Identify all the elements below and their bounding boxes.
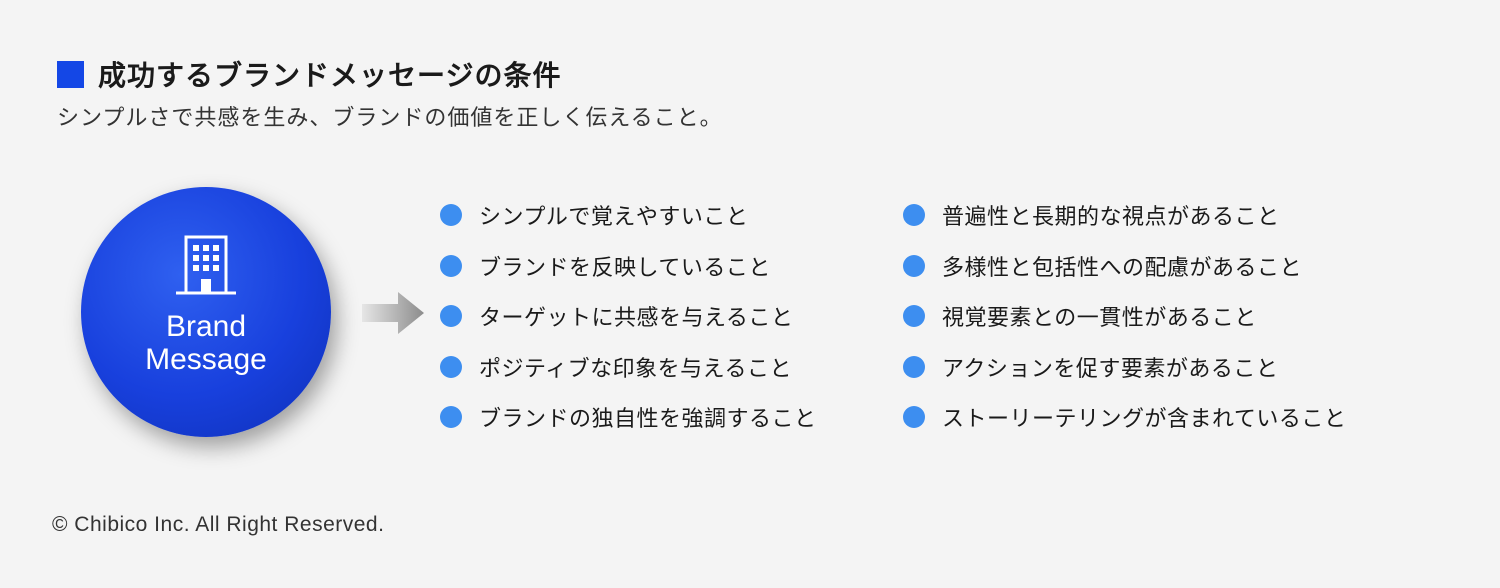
copyright-notice: © Chibico Inc. All Right Reserved. bbox=[52, 513, 385, 536]
conditions-list-right: 普遍性と長期的な視点があること 多様性と包括性への配慮があること 視覚要素との一… bbox=[903, 190, 1346, 443]
bullet-dot bbox=[903, 406, 925, 429]
list-item: シンプルで覚えやすいこと bbox=[440, 190, 817, 241]
list-item-text: シンプルで覚えやすいこと bbox=[479, 205, 749, 231]
conditions-list-left: シンプルで覚えやすいこと ブランドを反映していること ターゲットに共感を与えるこ… bbox=[440, 190, 817, 443]
list-item-text: ポジティブな印象を与えること bbox=[479, 356, 793, 382]
list-item-text: ストーリーテリングが含まれていること bbox=[942, 407, 1347, 433]
list-item-text: ブランドを反映していること bbox=[479, 255, 771, 281]
page-title: 成功するブランドメッセージの条件 bbox=[98, 59, 562, 92]
list-item: 普遍性と長期的な視点があること bbox=[903, 190, 1346, 241]
building-icon bbox=[176, 235, 236, 295]
title-square-marker bbox=[57, 60, 84, 88]
list-item-text: アクションを促す要素があること bbox=[942, 356, 1279, 382]
title-row: 成功するブランドメッセージの条件 bbox=[57, 54, 561, 94]
list-item: ブランドを反映していること bbox=[440, 241, 817, 292]
bullet-dot bbox=[903, 355, 925, 378]
list-item: 多様性と包括性への配慮があること bbox=[903, 241, 1346, 292]
bullet-dot bbox=[903, 254, 925, 277]
list-item: ブランドの独自性を強調すること bbox=[440, 392, 817, 443]
list-item-text: 視覚要素との一貫性があること bbox=[942, 306, 1257, 332]
list-item: 視覚要素との一貫性があること bbox=[903, 291, 1346, 342]
bullet-dot bbox=[440, 355, 462, 378]
brand-message-circle: Brand Message bbox=[81, 187, 331, 437]
list-item-text: 多様性と包括性への配慮があること bbox=[942, 255, 1303, 281]
right-arrow-icon bbox=[362, 292, 424, 334]
bullet-dot bbox=[903, 204, 925, 227]
list-item: アクションを促す要素があること bbox=[903, 342, 1346, 393]
bullet-dot bbox=[903, 305, 925, 328]
list-item: ターゲットに共感を与えること bbox=[440, 291, 817, 342]
list-item: ストーリーテリングが含まれていること bbox=[903, 392, 1346, 443]
list-item: ポジティブな印象を与えること bbox=[440, 342, 817, 393]
bullet-dot bbox=[440, 305, 462, 328]
bullet-dot bbox=[440, 204, 462, 227]
bullet-dot bbox=[440, 254, 462, 277]
page-subtitle: シンプルさで共感を生み、ブランドの価値を正しく伝えること。 bbox=[57, 106, 723, 131]
list-item-text: ブランドの独自性を強調すること bbox=[479, 407, 817, 433]
circle-label-message: Message bbox=[145, 343, 267, 376]
bullet-dot bbox=[440, 406, 462, 429]
list-item-text: ターゲットに共感を与えること bbox=[479, 306, 794, 332]
list-item-text: 普遍性と長期的な視点があること bbox=[942, 205, 1280, 231]
circle-label-brand: Brand bbox=[165, 310, 247, 343]
